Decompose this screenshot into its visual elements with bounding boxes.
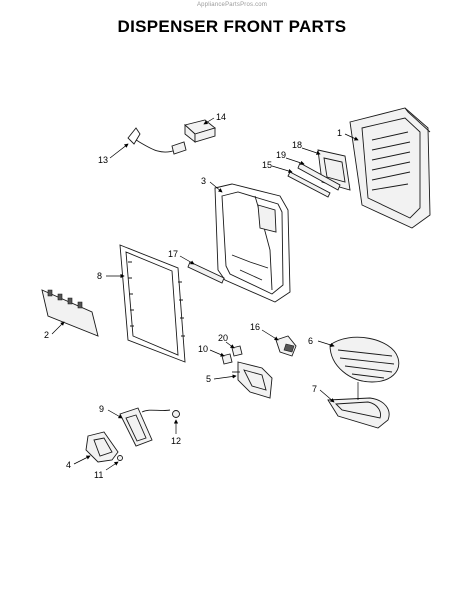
callout-16: 16 [250,322,260,332]
part-2-cover [41,289,99,337]
part-1-housing [349,107,431,229]
part-13-harness [127,127,187,155]
part-9-bracket [119,407,171,447]
callout-6: 6 [308,336,313,346]
callout-4: 4 [66,460,71,470]
callout-5: 5 [206,374,211,384]
callout-11: 11 [94,470,103,480]
callout-2: 2 [44,330,49,340]
diagram-title: DISPENSER FRONT PARTS [117,17,347,36]
part-7-tray [327,382,390,429]
part-15-strip [287,171,331,198]
callout-20: 20 [218,333,228,343]
callout-18: 18 [292,140,302,150]
callout-15: 15 [262,160,272,170]
part-3-frame [214,183,291,303]
part-4-lever [85,431,119,463]
part-6-grille [329,336,400,383]
callout-13: 13 [98,155,108,165]
part-19-strip [297,162,341,191]
callout-3: 3 [201,176,206,186]
part-20-switch [231,345,243,357]
part-17-strip [187,261,225,284]
part-8-panel [119,244,186,363]
callout-17: 17 [168,249,178,259]
part-14-block [184,119,216,143]
callout-labels: 1 2 3 4 5 6 7 8 9 10 11 12 13 14 15 16 1… [44,112,342,480]
part-12-screw [172,410,180,418]
leader-lines [51,117,359,471]
part-11-screw [117,455,123,461]
callout-14: 14 [216,112,226,122]
callout-7: 7 [312,384,317,394]
callout-1: 1 [337,128,342,138]
callout-8: 8 [97,271,102,281]
callout-10: 10 [198,344,208,354]
callout-9: 9 [99,404,104,414]
part-16-actuator [275,335,297,357]
part-5-assembly [232,361,273,399]
callout-19: 19 [276,150,286,160]
watermark: AppliancePartsPros.com [196,2,268,8]
callout-12: 12 [171,436,181,446]
